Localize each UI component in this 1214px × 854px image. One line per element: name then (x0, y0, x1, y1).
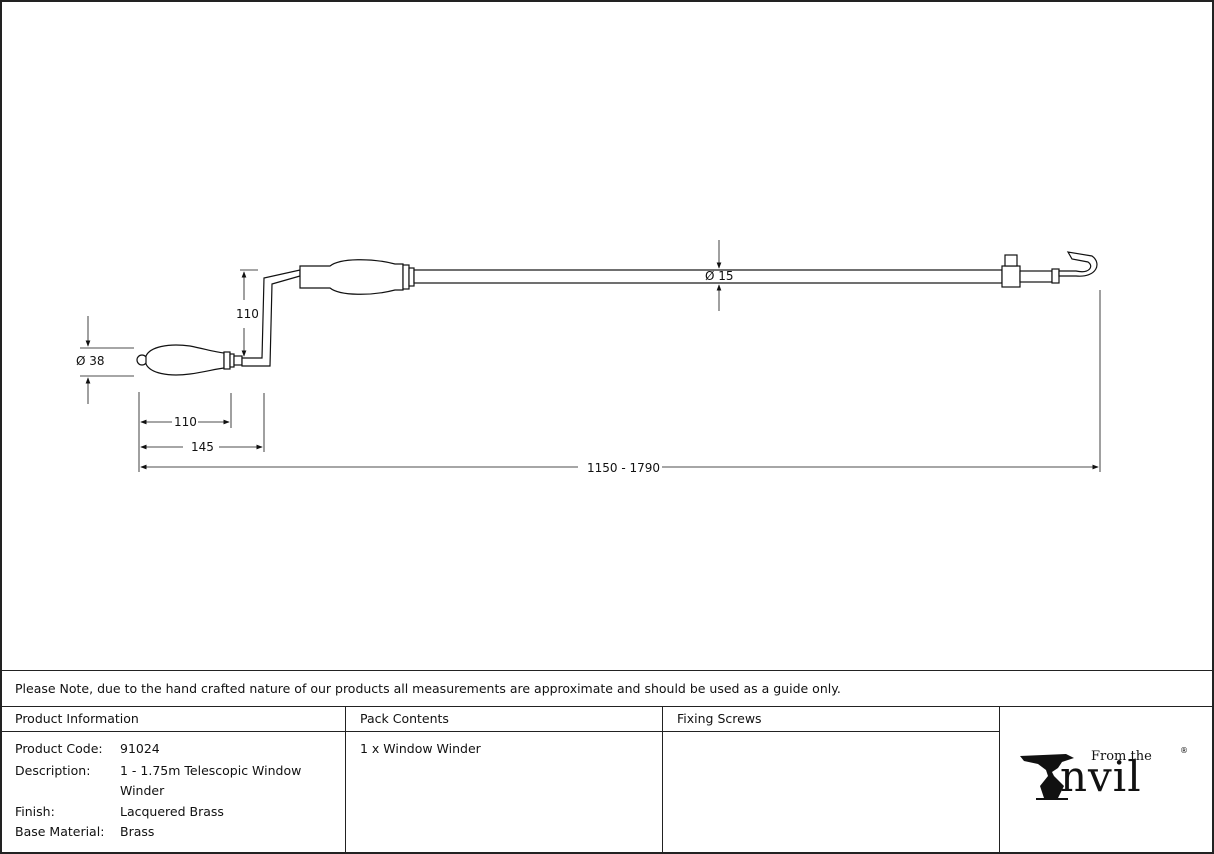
value-finish: Lacquered Brass (120, 804, 224, 819)
fixing-screws-header: Fixing Screws (677, 711, 762, 726)
col-divider-1 (345, 706, 346, 854)
clamp-collar (1001, 254, 1060, 288)
upper-handle (299, 259, 415, 295)
value-base-material: Brass (120, 824, 155, 839)
anvil-logo: From the ® nvil (1018, 742, 1188, 806)
col-divider-3 (999, 706, 1000, 854)
value-description: 1 - 1.75m Telescopic Window (120, 763, 302, 778)
note-divider (0, 706, 1214, 707)
dim-crank-length: 145 (191, 440, 214, 454)
label-description: Description: (15, 763, 91, 778)
label-finish: Finish: (15, 804, 55, 819)
dim-grip-diameter: Ø 38 (76, 354, 105, 368)
dim-rod-diameter: Ø 15 (705, 269, 734, 283)
registered-mark: ® (1180, 746, 1188, 755)
label-base-material: Base Material: (15, 824, 105, 839)
pack-contents-header: Pack Contents (360, 711, 449, 726)
logo-anvil-word: nvil (1060, 752, 1142, 801)
pack-item: 1 x Window Winder (360, 741, 481, 756)
end-hook (1058, 251, 1098, 277)
logo-from-the: From the (1091, 749, 1152, 764)
label-product-code: Product Code: (15, 741, 103, 756)
value-product-code: 91024 (120, 741, 160, 756)
dim-handle-length: 110 (174, 415, 197, 429)
title-block-top (0, 670, 1214, 671)
dim-crank-offset: 110 (236, 307, 259, 321)
header-divider (0, 731, 1000, 732)
lower-handle (136, 344, 243, 376)
anvil-icon (1020, 754, 1074, 800)
col-divider-2 (662, 706, 663, 854)
value-description-cont: Winder (120, 783, 165, 798)
disclaimer-note: Please Note, due to the hand crafted nat… (15, 681, 841, 696)
product-info-header: Product Information (15, 711, 139, 726)
technical-drawing: Ø 38 110 110 145 Ø 15 1150 - 1790 (76, 240, 1101, 475)
dim-overall-length: 1150 - 1790 (587, 461, 660, 475)
